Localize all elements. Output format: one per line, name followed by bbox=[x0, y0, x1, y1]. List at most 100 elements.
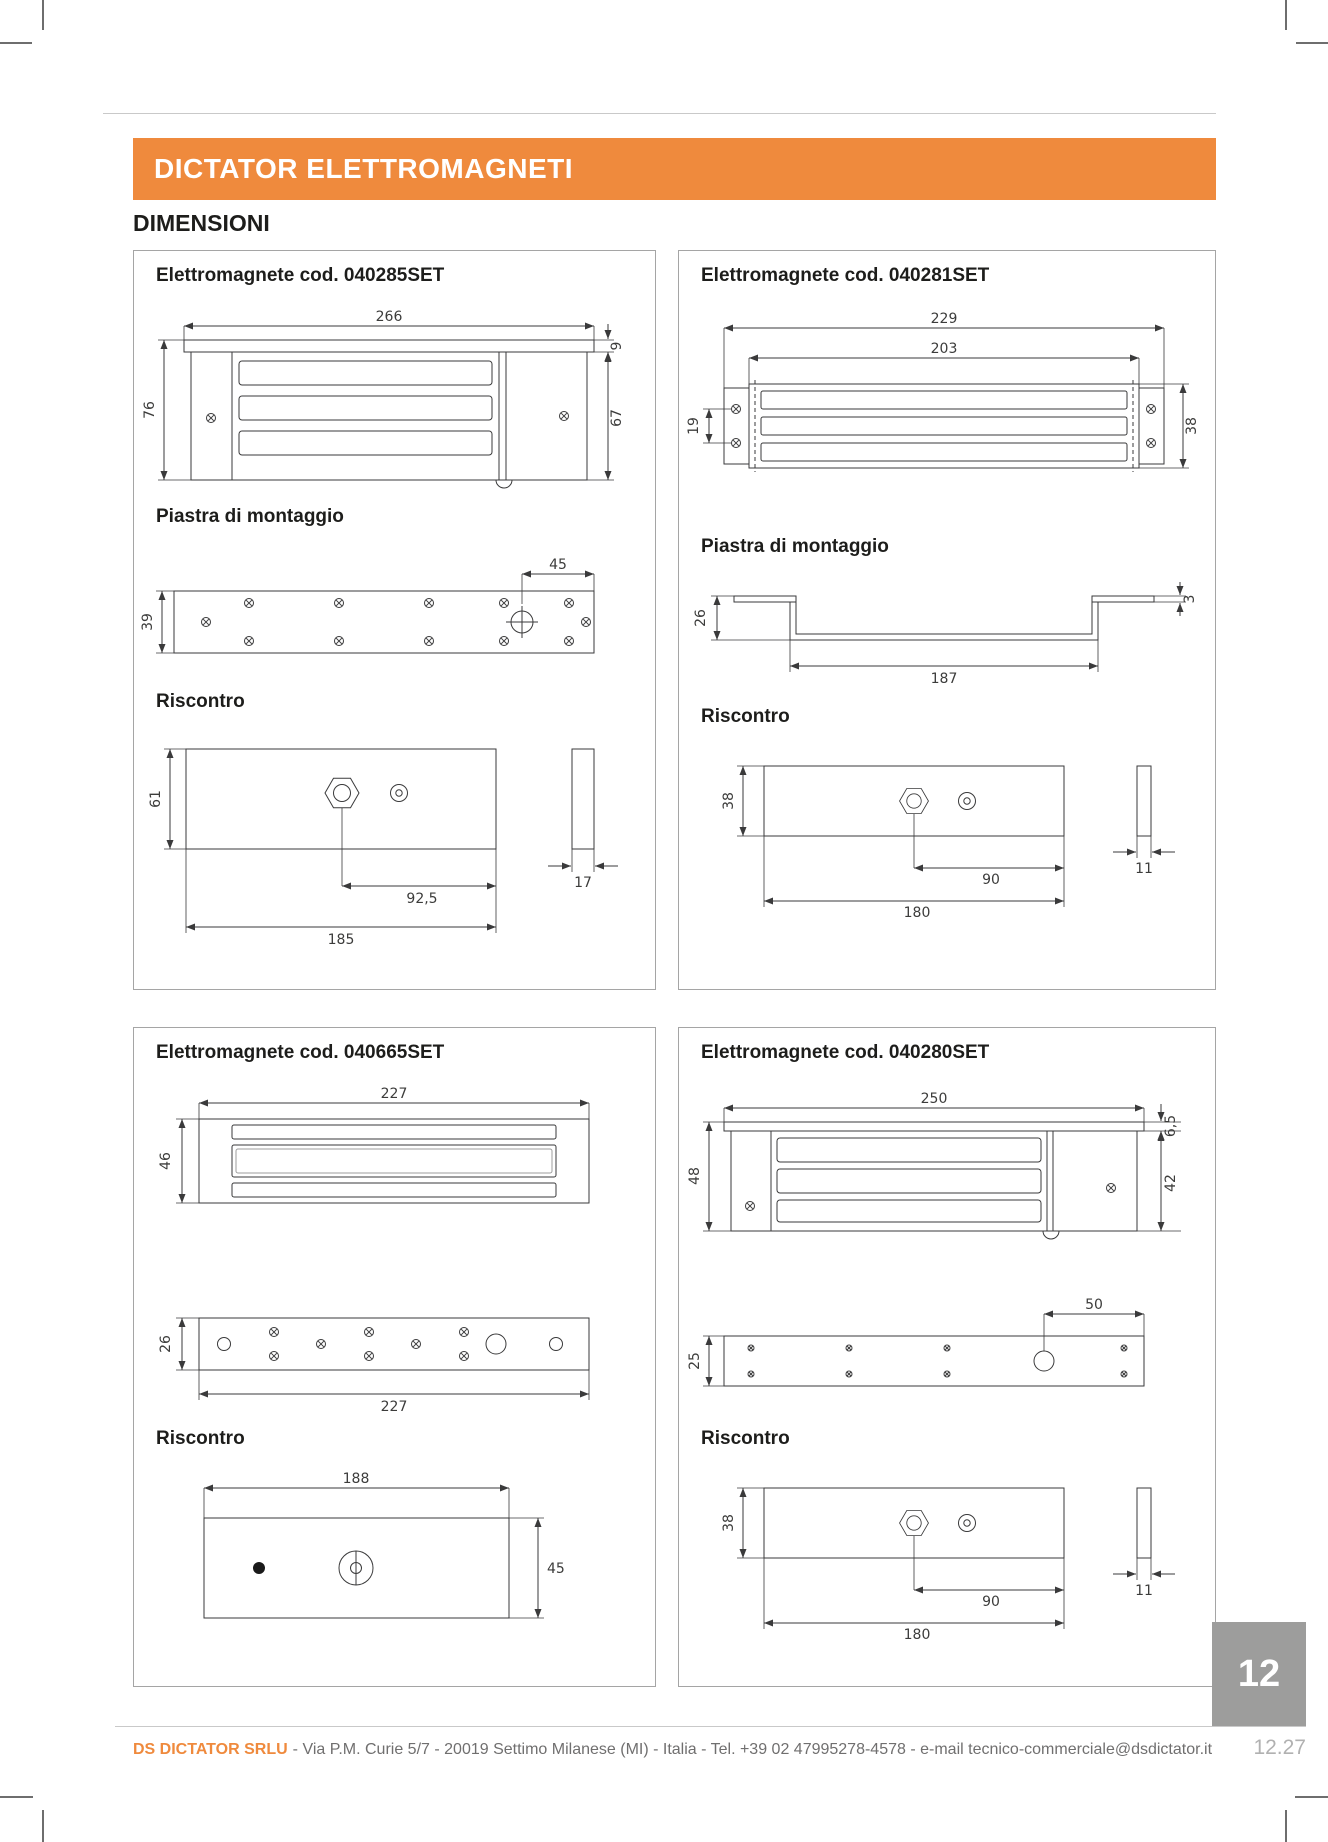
dim-label: 11 bbox=[1135, 861, 1153, 877]
screw-icon bbox=[244, 636, 254, 646]
panel-040281set: Elettromagnete cod. 040281SET 229 203 19 bbox=[678, 250, 1216, 990]
subheading-piastra: Piastra di montaggio bbox=[156, 506, 344, 527]
footer-address: - Via P.M. Curie 5/7 - 20019 Settimo Mil… bbox=[292, 1741, 1213, 1758]
subheading-riscontro: Riscontro bbox=[156, 1428, 245, 1449]
chapter-tab: 12 bbox=[1212, 1622, 1306, 1726]
washer-icon bbox=[958, 1514, 976, 1532]
dim-label: 42 bbox=[1163, 1174, 1179, 1192]
screw-icon bbox=[564, 598, 574, 608]
hole-dot bbox=[253, 1562, 265, 1574]
strike-plate-drawing: 38 90 180 11 bbox=[721, 1487, 1175, 1643]
dim-label: 180 bbox=[904, 905, 931, 921]
dim-label: 76 bbox=[142, 401, 158, 419]
screw-icon bbox=[499, 636, 509, 646]
subheading-riscontro: Riscontro bbox=[701, 706, 790, 727]
chapter-tab-number: 12 bbox=[1237, 1652, 1281, 1695]
panel-040280set: Elettromagnete cod. 040280SET 250 48 6,5… bbox=[678, 1027, 1216, 1687]
footer: DS DICTATOR SRLU - Via P.M. Curie 5/7 - … bbox=[133, 1736, 1306, 1760]
magnet-front-drawing: 266 76 9 67 bbox=[142, 309, 625, 489]
strike-plate-drawing: 188 45 bbox=[203, 1471, 565, 1619]
screw-icon bbox=[459, 1327, 469, 1337]
screw-icon bbox=[269, 1327, 279, 1337]
screw-icon bbox=[411, 1339, 421, 1349]
mounting-plate-drawing: 26 227 bbox=[158, 1317, 590, 1415]
dim-label: 188 bbox=[343, 1471, 370, 1487]
screw-icon bbox=[731, 438, 741, 448]
dim-label: 38 bbox=[1184, 417, 1200, 435]
panel-040665set: Elettromagnete cod. 040665SET 227 46 bbox=[133, 1027, 656, 1687]
dim-label: 203 bbox=[931, 341, 958, 357]
mounting-plate-profile-drawing: 26 187 3 bbox=[693, 582, 1198, 687]
crop-mark-top-left-h bbox=[0, 42, 32, 44]
crop-mark-top-right-v bbox=[1285, 0, 1287, 30]
screw-icon bbox=[201, 617, 211, 627]
screw-icon bbox=[424, 636, 434, 646]
screw-icon bbox=[334, 636, 344, 646]
bushing-icon bbox=[338, 1550, 374, 1586]
dim-label: 25 bbox=[687, 1352, 703, 1370]
cable-notch bbox=[1042, 1230, 1060, 1240]
dim-label: 250 bbox=[921, 1091, 948, 1107]
dim-label: 46 bbox=[158, 1152, 174, 1170]
subheading-piastra: Piastra di montaggio bbox=[701, 536, 889, 557]
footer-brand: DS DICTATOR SRLU bbox=[133, 1741, 288, 1758]
dim-label: 9 bbox=[609, 342, 625, 351]
panel-title: Elettromagnete cod. 040285SET bbox=[156, 265, 445, 286]
screw-icon bbox=[316, 1339, 326, 1349]
dim-label: 19 bbox=[686, 417, 702, 435]
subheading-riscontro: Riscontro bbox=[156, 691, 245, 712]
washer-icon bbox=[958, 792, 976, 810]
dim-label: 39 bbox=[140, 613, 156, 631]
crop-mark-bottom-left-h bbox=[0, 1796, 33, 1798]
magnet-front-drawing: 250 48 6,5 42 bbox=[687, 1091, 1181, 1240]
screw-icon bbox=[364, 1351, 374, 1361]
dim-label: 92,5 bbox=[406, 891, 437, 907]
section-title: DIMENSIONI bbox=[133, 210, 270, 236]
mounting-plate-drawing: 50 25 bbox=[687, 1297, 1145, 1387]
crop-mark-top-right-h bbox=[1296, 42, 1328, 44]
dim-label: 26 bbox=[693, 609, 709, 627]
screw-icon bbox=[1146, 404, 1156, 414]
bolt-icon bbox=[324, 777, 360, 809]
bolt-icon bbox=[899, 788, 929, 814]
screw-icon bbox=[499, 598, 509, 608]
crosshair-icon bbox=[506, 606, 538, 638]
page-number: 12.27 bbox=[1253, 1736, 1306, 1759]
dim-label: 61 bbox=[148, 790, 164, 808]
dim-label: 6,5 bbox=[1163, 1115, 1179, 1137]
screw-icon bbox=[424, 598, 434, 608]
screw-icon bbox=[943, 1370, 951, 1378]
panel-title: Elettromagnete cod. 040281SET bbox=[701, 265, 990, 286]
screw-icon bbox=[364, 1327, 374, 1337]
dim-label: 67 bbox=[609, 409, 625, 427]
dim-label: 38 bbox=[721, 1514, 737, 1532]
mounting-plate-drawing: 45 39 bbox=[140, 557, 595, 654]
washer-icon bbox=[390, 784, 408, 802]
cable-notch bbox=[495, 479, 513, 489]
header-title: DICTATOR ELETTROMAGNETI bbox=[154, 153, 574, 184]
dim-label: 3 bbox=[1182, 595, 1198, 604]
panel-040285set: Elettromagnete cod. 040285SET 266 76 9 6… bbox=[133, 250, 656, 990]
dim-label: 187 bbox=[931, 671, 958, 687]
screw-icon bbox=[459, 1351, 469, 1361]
screw-icon bbox=[745, 1201, 755, 1211]
crop-mark-bottom-right-h bbox=[1295, 1796, 1328, 1798]
screw-icon bbox=[845, 1344, 853, 1352]
strike-plate-drawing: 61 92,5 185 17 bbox=[148, 748, 618, 948]
strike-plate-drawing: 38 90 180 11 bbox=[721, 765, 1175, 921]
screw-icon bbox=[1146, 438, 1156, 448]
magnet-front-drawing: 229 203 19 38 bbox=[686, 311, 1200, 472]
screw-icon bbox=[845, 1370, 853, 1378]
screw-icon bbox=[559, 411, 569, 421]
dim-label: 90 bbox=[982, 872, 1000, 888]
dim-label: 90 bbox=[982, 1594, 1000, 1610]
footer-rule bbox=[115, 1726, 1306, 1727]
screw-icon bbox=[1120, 1344, 1128, 1352]
screw-icon bbox=[269, 1351, 279, 1361]
dim-label: 38 bbox=[721, 792, 737, 810]
dim-label: 229 bbox=[931, 311, 958, 327]
dim-label: 45 bbox=[549, 557, 567, 573]
crop-mark-bottom-left-v bbox=[42, 1810, 44, 1842]
dim-label: 17 bbox=[574, 875, 592, 891]
